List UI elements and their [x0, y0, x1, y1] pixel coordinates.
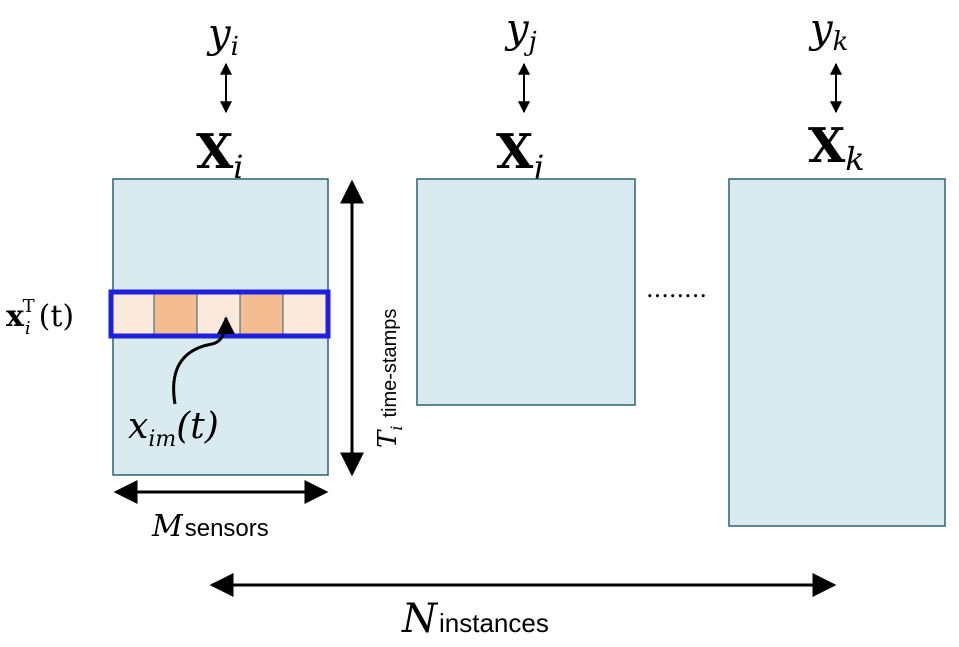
label-y-i: yi [206, 11, 239, 62]
row-vector-cells [110, 292, 329, 336]
instance-j: yj Xj [416, 6, 636, 406]
row-vector-highlight [108, 289, 331, 339]
label-y-j: yj [504, 6, 537, 57]
cell-5 [282, 292, 329, 336]
row-vector-label: xiT(t) [6, 296, 74, 339]
cell-1 [110, 292, 155, 336]
matrix-k [728, 178, 946, 527]
cell-3 [196, 292, 241, 336]
element-label: xim(t) [128, 406, 219, 452]
svg-text:Titime-stamps: Titime-stamps [373, 309, 406, 448]
sensor-axis-label: Msensors [151, 509, 269, 544]
ellipsis: ........ [646, 275, 707, 303]
instance-axis-label: Ninstances [401, 596, 549, 642]
time-axis-label: Titime-stamps [373, 309, 406, 448]
label-y-k: yk [808, 6, 848, 57]
instance-k: yk Xk [728, 6, 946, 527]
cell-4 [239, 292, 284, 336]
matrix-label-j: Xj [496, 124, 543, 186]
matrix-j [416, 178, 636, 406]
element-pointer-arrow [172, 316, 235, 405]
instance-i: yi Xi xiT(t) xim(t) Titime-stamps Msenso… [6, 11, 406, 544]
matrix-label-k: Xk [808, 118, 865, 178]
matrix-label-i: Xi [196, 124, 243, 186]
cell-2 [153, 292, 198, 336]
